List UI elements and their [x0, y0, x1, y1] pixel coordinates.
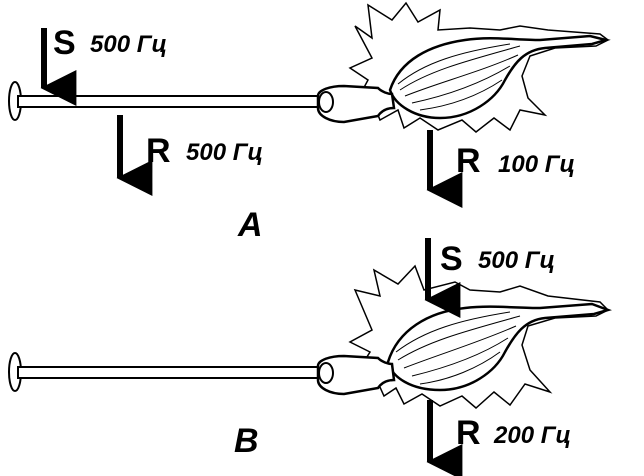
response-far-freq-b: 200 Гц	[493, 422, 571, 449]
response-near-freq-a: 500 Гц	[186, 139, 263, 166]
receptor-capsule-b	[316, 264, 612, 409]
response-far-letter-b: R	[456, 414, 481, 452]
response-near-letter-a: R	[146, 132, 171, 170]
stimulus-letter-a: S	[53, 24, 76, 62]
stimulus-freq-a: 500 Гц	[90, 31, 167, 58]
panel-label-a: A	[237, 206, 263, 244]
response-far-letter-a: R	[456, 142, 481, 180]
nerve-fiber-a	[8, 81, 323, 121]
panel-a: S 500 Гц R 500 Гц R 100 Гц A	[8, 1, 611, 244]
response-far-freq-a: 100 Гц	[498, 151, 575, 178]
stimulus-letter-b: S	[440, 240, 463, 278]
nerve-fiber-b	[8, 352, 323, 392]
panel-label-b: B	[234, 422, 259, 460]
stimulus-freq-b: 500 Гц	[478, 247, 555, 274]
panel-b: S 500 Гц R 200 Гц B	[8, 238, 612, 476]
receptor-capsule-a	[316, 1, 611, 133]
